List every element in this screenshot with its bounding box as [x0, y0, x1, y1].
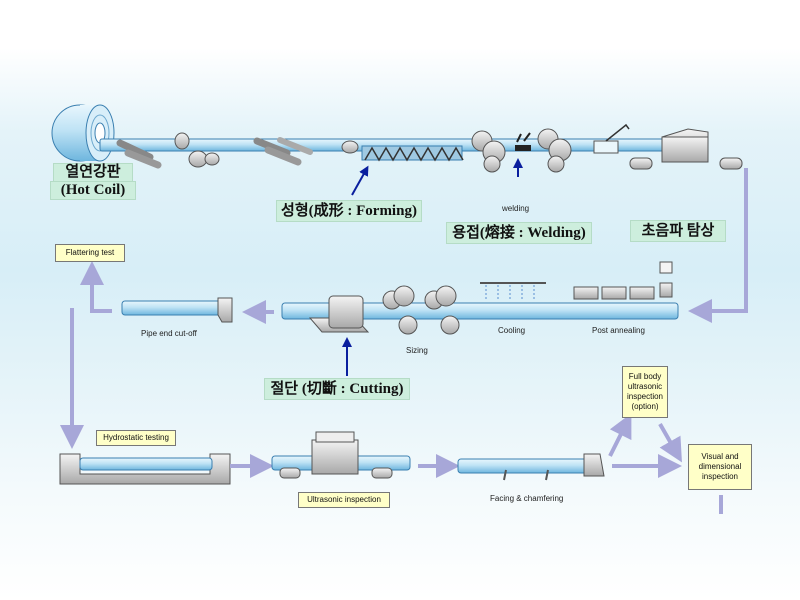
cut-pipe [121, 300, 223, 316]
leveller-rolls [174, 132, 220, 168]
cutting-saw [308, 295, 370, 333]
end-cutoff-unit [217, 297, 233, 323]
post-annealing-units [573, 261, 673, 300]
full-body-ut-box: Full body ultrasonic inspection (option) [622, 366, 668, 418]
facing-chamfering-label: Facing & chamfering [490, 494, 564, 503]
welding-label: 용접(熔接 : Welding) [446, 222, 592, 244]
ut-unit-row3 [279, 431, 393, 479]
welding-rolls [471, 128, 572, 173]
pinch-rollers-2 [253, 137, 313, 166]
facing-machine [503, 453, 605, 481]
ultrasonic-unit-row1 [661, 128, 709, 163]
welding-small-label: welding [502, 204, 530, 213]
flow-arrow-to-full-body [608, 413, 632, 457]
support-rollers-row1 [629, 157, 743, 170]
post-annealing-label: Post annealing [592, 326, 645, 335]
sizing-label: Sizing [406, 346, 428, 355]
flow-arrow-to-flattering [80, 261, 112, 313]
visual-inspection-box: Visual and dimensional inspection [688, 444, 752, 490]
cooling-sprays [480, 282, 546, 300]
hydrostatic-testing-box: Hydrostatic testing [96, 430, 176, 446]
sizing-rolls [382, 285, 460, 335]
flattering-test-box: Flattering test [55, 244, 125, 262]
ultrasonic-kr-label: 초음파 탐상 [630, 220, 726, 242]
hot-coil-en-label: (Hot Coil) [50, 181, 136, 200]
pointer-forming [351, 165, 369, 196]
pinch-rollers-1 [116, 139, 162, 169]
hot-coil-kr-label: 열연강판 [53, 163, 133, 182]
ultrasonic-inspection-box: Ultrasonic inspection [298, 492, 390, 508]
hydrostatic-tester [59, 453, 231, 485]
welder [515, 132, 531, 151]
flow-arrow-row1-to-row2 [688, 168, 748, 323]
forming-label: 성형(成形 : Forming) [276, 200, 422, 222]
hot-coil [51, 104, 115, 162]
cutting-label: 절단 (切斷 : Cutting) [264, 378, 410, 400]
pipe-row2 [281, 302, 679, 320]
forming-stands [341, 140, 464, 162]
cooling-label: Cooling [498, 326, 526, 335]
pipe-facing [457, 458, 589, 474]
bead-scarfer [593, 123, 630, 154]
flow-arrow-full-body-to-visual [658, 423, 682, 463]
pipe-end-cutoff-label: Pipe end cut-off [141, 329, 197, 338]
